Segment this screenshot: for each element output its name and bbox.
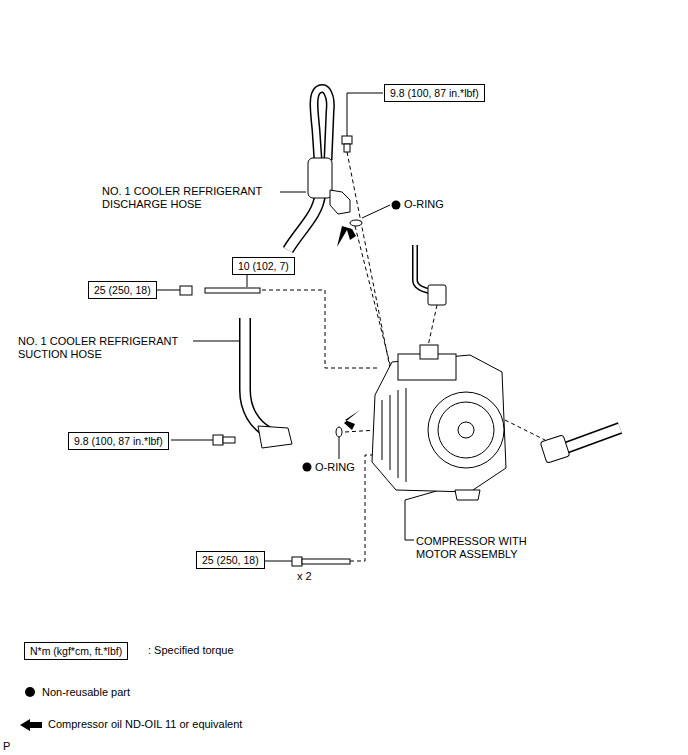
- legend-text: Non-reusable part: [42, 686, 130, 698]
- part-label: x 2: [297, 570, 312, 583]
- part-label: O-RING: [404, 198, 444, 211]
- torque-box: 25 (250, 18): [88, 281, 157, 299]
- legend-text: Compressor oil ND-OIL 11 or equivalent: [48, 718, 242, 730]
- torque-value: 9.8 (100, 87 in.*lbf): [74, 435, 163, 447]
- legend-arrow: [20, 719, 42, 731]
- torque-value: N*m (kgf*cm, ft.*lbf): [30, 645, 122, 657]
- label-text: P: [3, 740, 10, 752]
- unit-box: N*m (kgf*cm, ft.*lbf): [24, 642, 128, 660]
- part-label: P: [3, 740, 10, 753]
- label-text: NO. 1 COOLER REFRIGERANT DISCHARGE HOSE: [102, 185, 262, 210]
- part-label: O-RING: [315, 461, 355, 474]
- torque-value: 9.8 (100, 87 in.*lbf): [390, 87, 479, 99]
- label-text: O-RING: [315, 461, 355, 473]
- torque-value: 10 (102, 7): [238, 260, 289, 272]
- torque-value: 25 (250, 18): [94, 284, 151, 296]
- legend-entry: : Specified torque: [148, 644, 234, 657]
- legend-text: : Specified torque: [148, 644, 234, 656]
- torque-box: 9.8 (100, 87 in.*lbf): [384, 84, 485, 102]
- label-text: COMPRESSOR WITH MOTOR ASSEMBLY: [416, 535, 527, 560]
- legend-entry: Compressor oil ND-OIL 11 or equivalent: [48, 718, 242, 731]
- torque-box: 25 (250, 18): [196, 551, 265, 569]
- torque-value: 25 (250, 18): [202, 554, 259, 566]
- label-text: NO. 1 COOLER REFRIGERANT SUCTION HOSE: [18, 335, 178, 360]
- legend-entry: Non-reusable part: [42, 686, 130, 699]
- part-label: NO. 1 COOLER REFRIGERANT SUCTION HOSE: [18, 335, 198, 361]
- torque-box: 10 (102, 7): [232, 257, 295, 275]
- legend-dot: [25, 687, 35, 697]
- label-text: O-RING: [404, 198, 444, 210]
- label-text: x 2: [297, 570, 312, 582]
- torque-box: 9.8 (100, 87 in.*lbf): [68, 432, 169, 450]
- part-label: NO. 1 COOLER REFRIGERANT DISCHARGE HOSE: [102, 185, 287, 211]
- part-label: COMPRESSOR WITH MOTOR ASSEMBLY: [416, 535, 546, 561]
